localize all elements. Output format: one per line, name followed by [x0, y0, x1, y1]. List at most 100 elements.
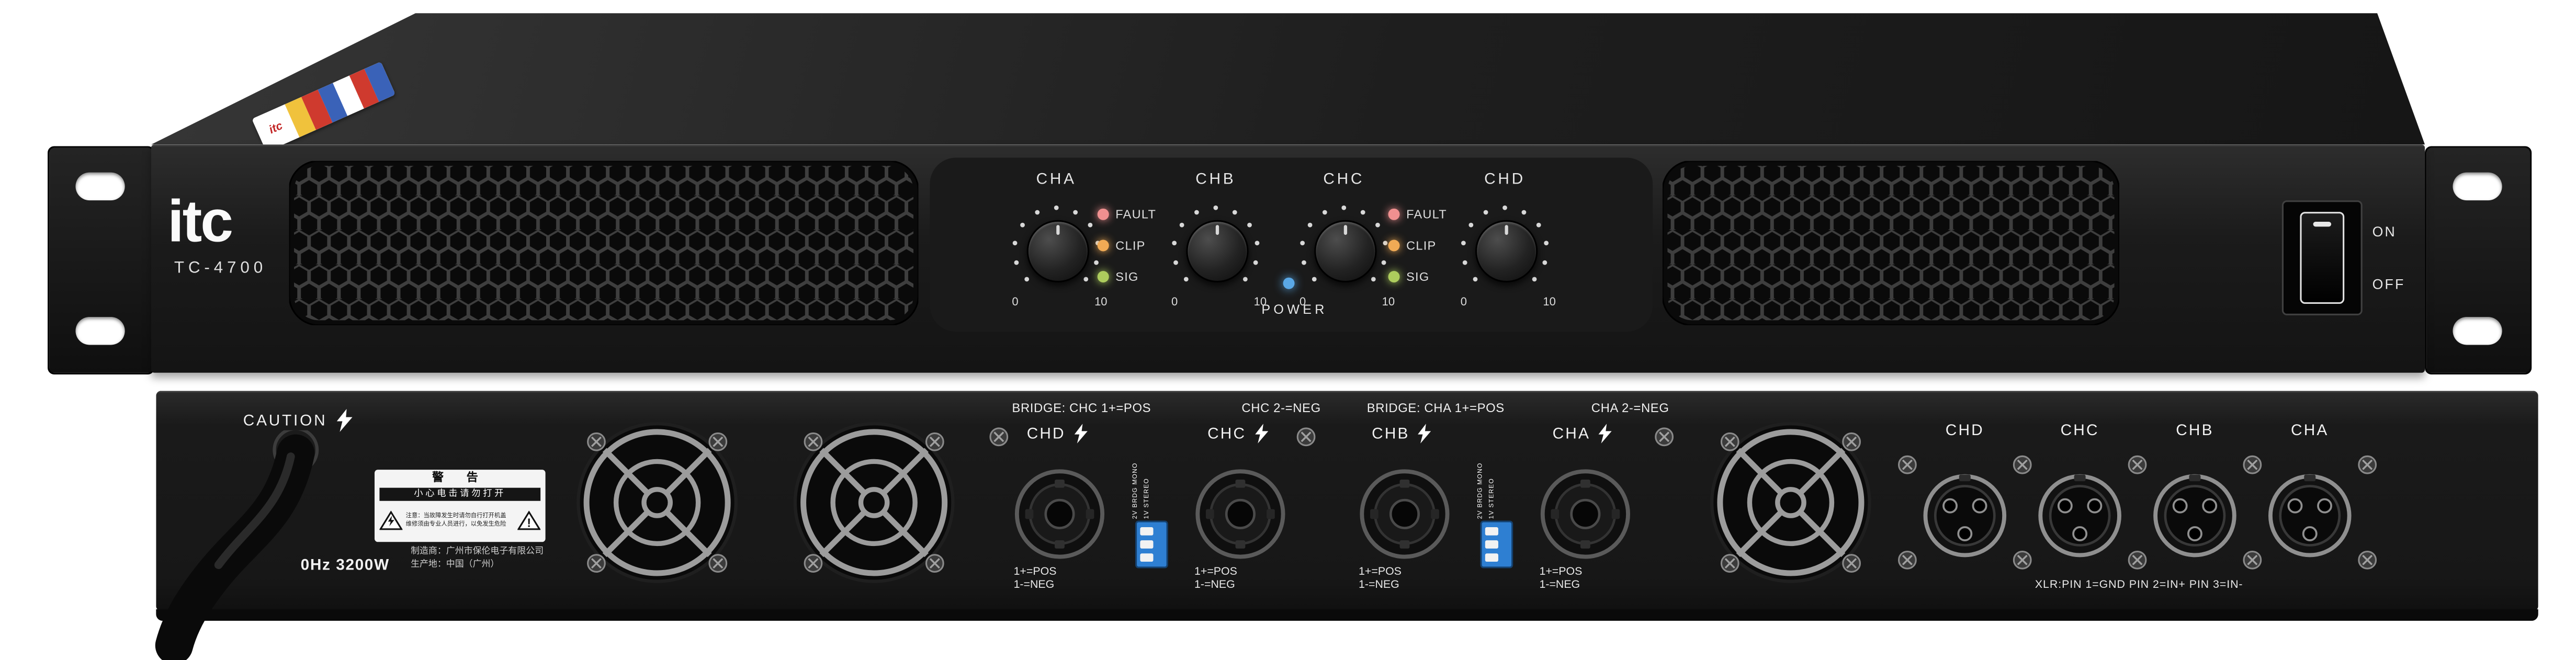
- clip-led: [1388, 240, 1400, 252]
- channel-label: CHA: [1036, 170, 1077, 189]
- screw: [587, 432, 606, 451]
- power-switch-marker: [2313, 221, 2332, 227]
- indicator-clip: CLIP: [1388, 238, 1437, 253]
- screw: [1655, 427, 1674, 447]
- speaker-channel: CHA: [1552, 424, 1591, 443]
- xlr-pinout-note: XLR:PIN 1=GND PIN 2=IN+ PIN 3=IN-: [2035, 579, 2243, 591]
- knob-scale-max: 10: [1543, 297, 1556, 309]
- screw: [1897, 550, 1917, 570]
- channel-label: CHC: [1323, 170, 1365, 189]
- screw: [804, 554, 823, 573]
- speaker-channel: CHD: [1026, 424, 1066, 443]
- channel-label: CHB: [1195, 170, 1236, 189]
- warning-subtitle: 小心电击请勿打开: [379, 487, 541, 502]
- screw: [2358, 455, 2377, 474]
- knob-scale-ticks: [1300, 205, 1388, 282]
- screw: [925, 432, 944, 451]
- gain-knob-chd[interactable]: [1475, 220, 1538, 283]
- high-voltage-icon: [1254, 424, 1268, 443]
- screw: [2013, 455, 2032, 474]
- screw: [1296, 427, 1316, 447]
- knob-scale-max: 10: [1382, 297, 1395, 309]
- gain-knob-chc[interactable]: [1314, 220, 1377, 283]
- gain-knob-cha[interactable]: [1026, 220, 1090, 283]
- screw: [2243, 550, 2262, 570]
- warning-note-1: 注意：当故障发生时请勿自行打开机盖: [405, 513, 506, 520]
- dip-toggle[interactable]: [1140, 540, 1154, 549]
- dip-toggle[interactable]: [1485, 527, 1498, 536]
- fan-grille: [1710, 422, 1871, 583]
- high-voltage-icon: [1598, 424, 1612, 443]
- dip-switch-labels: 2V BRDG MONO 1V STEREO: [1132, 462, 1150, 519]
- dip-col-right-label: 1V STEREO: [1487, 478, 1495, 519]
- polarity-neg: 1-=NEG: [1359, 581, 1399, 593]
- knob-scale-ticks: [1172, 205, 1260, 282]
- dip-toggle[interactable]: [1485, 553, 1498, 562]
- screw: [708, 554, 728, 573]
- screw: [2128, 550, 2147, 570]
- switch-off-label: OFF: [2372, 276, 2405, 292]
- screw: [708, 432, 728, 451]
- knob-scale-min: 0: [1171, 297, 1178, 309]
- mode-dip-switch-1[interactable]: [1135, 520, 1168, 568]
- polarity-pos: 1+=POS: [1194, 566, 1237, 578]
- screw: [1842, 432, 1861, 451]
- high-voltage-icon: [1074, 424, 1087, 443]
- manufacturer-line1: 制造商：广州市保伦电子有限公司: [411, 547, 544, 557]
- warning-notes: 注意：当故障发生时请勿自行打开机盖 维修须由专业人员进行，以免发生危险: [406, 513, 514, 529]
- knob-scale-max: 10: [1253, 297, 1267, 309]
- polarity-pos: 1+=POS: [1539, 566, 1583, 578]
- led-label: SIG: [1406, 269, 1430, 285]
- rack-mount-hole: [75, 172, 125, 201]
- speakon-connector-chc: [1195, 469, 1285, 559]
- lightning-triangle-icon: [379, 511, 403, 530]
- power-led: [1283, 277, 1295, 289]
- xlr-channel-label: CHC: [2060, 422, 2099, 440]
- screw: [1897, 455, 1917, 474]
- speaker-channel: CHB: [1372, 424, 1410, 443]
- warning-title: 警 告: [432, 473, 488, 485]
- dip-toggle[interactable]: [1485, 540, 1498, 549]
- speaker-channel-label: CHD: [1027, 424, 1087, 443]
- speakon-connector-chd: [1014, 469, 1105, 559]
- screw: [587, 554, 606, 573]
- indicator-fault: FAULT: [1097, 207, 1156, 222]
- clip-led: [1097, 240, 1109, 252]
- knob-scale-min: 0: [1460, 297, 1467, 309]
- dip-col-right-label: 1V STEREO: [1143, 478, 1149, 519]
- chassis-top: itc: [151, 13, 2425, 145]
- xlr-connector-cha: [2268, 474, 2352, 557]
- mode-dip-switch-2[interactable]: [1480, 520, 1513, 568]
- dip-col-left-label: 2V BRDG MONO: [1477, 462, 1484, 519]
- power-switch[interactable]: [2281, 200, 2363, 315]
- knob-scale-min: 0: [1299, 297, 1306, 309]
- dip-toggle[interactable]: [1140, 527, 1154, 536]
- bridge-label-left: BRIDGE: CHA 1+=POS: [1366, 401, 1505, 416]
- rack-mount-hole: [75, 317, 125, 345]
- dip-col-left-label: 2V BRDG MONO: [1132, 462, 1139, 519]
- fan-grille: [577, 422, 738, 583]
- led-label: FAULT: [1406, 207, 1447, 222]
- switch-on-label: ON: [2372, 223, 2397, 240]
- rack-mount-hole: [2453, 317, 2502, 345]
- speaker-channel-label: CHA: [1553, 424, 1612, 443]
- model-number: TC-4700: [174, 259, 267, 278]
- gain-knob-chb[interactable]: [1186, 220, 1249, 283]
- led-label: CLIP: [1406, 238, 1437, 253]
- speakon-connector-chb: [1360, 469, 1450, 559]
- indicator-sig: SIG: [1388, 269, 1430, 284]
- power-switch-key[interactable]: [2300, 212, 2345, 304]
- sig-led: [1097, 271, 1109, 283]
- dip-toggle[interactable]: [1140, 553, 1154, 562]
- manufacturer-line2: 生产地：中国（广州）: [411, 560, 500, 570]
- speakon-connector-cha: [1540, 469, 1630, 559]
- svg-text:!: !: [527, 516, 531, 530]
